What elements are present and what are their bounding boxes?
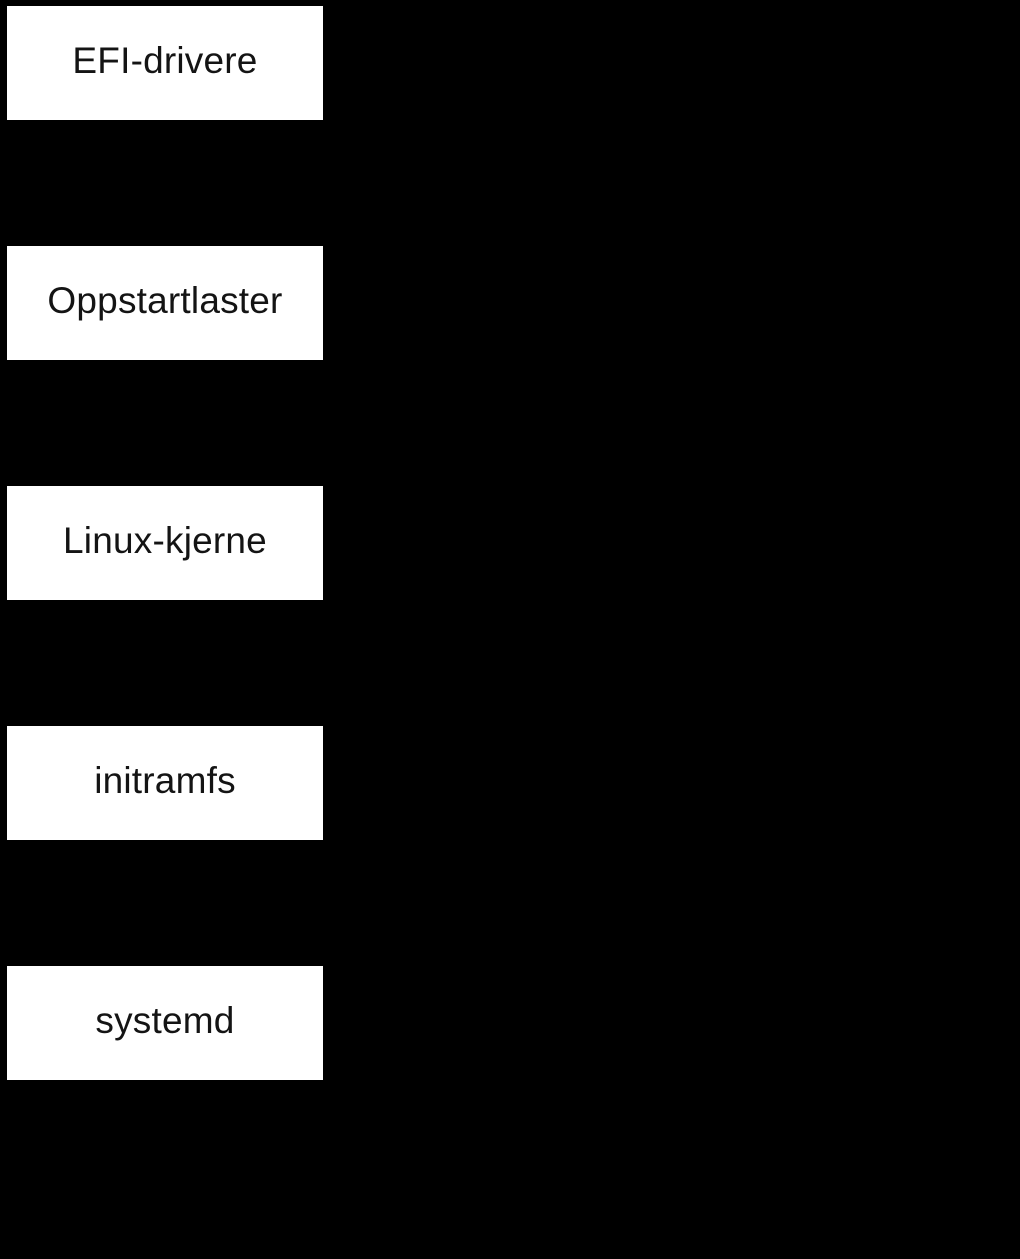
flow-node-label: EFI-drivere	[72, 39, 258, 81]
flow-node-efi-drivere[interactable]: EFI-drivere	[7, 6, 323, 120]
flow-node-label: Oppstartlaster	[47, 279, 283, 321]
flow-connector-linux-kjerne-to-initramfs	[163, 600, 165, 726]
flow-connector-oppstartlaster-to-linux-kjerne	[163, 360, 165, 486]
flow-node-initramfs[interactable]: initramfs	[7, 726, 323, 840]
flow-node-label: systemd	[95, 999, 235, 1041]
flow-node-systemd[interactable]: systemd	[7, 966, 323, 1080]
flow-node-linux-kjerne[interactable]: Linux-kjerne	[7, 486, 323, 600]
flow-connector-efi-drivere-to-oppstartlaster	[163, 120, 165, 246]
flow-node-label: initramfs	[94, 759, 236, 801]
flow-connector-initramfs-to-systemd	[163, 840, 165, 966]
flow-node-label: Linux-kjerne	[63, 519, 267, 561]
flow-node-oppstartlaster[interactable]: Oppstartlaster	[7, 246, 323, 360]
